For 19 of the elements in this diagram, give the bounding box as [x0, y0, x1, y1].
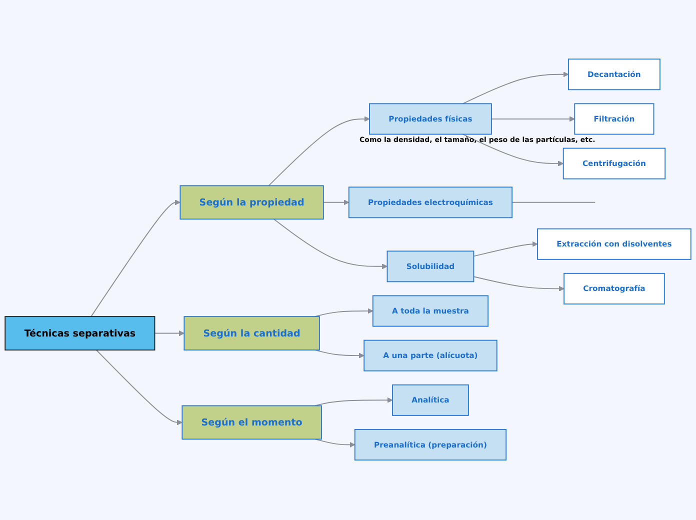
- arrow: [273, 219, 388, 270]
- arrow: [314, 398, 393, 407]
- arrow: [462, 134, 564, 167]
- connector: [512, 202, 596, 204]
- arrow: [473, 242, 538, 258]
- arrow: [268, 116, 370, 187]
- arrow: [90, 200, 180, 318]
- node-box: Según la cantidad: [184, 316, 320, 351]
- node-box: Técnicas separativas: [4, 316, 156, 351]
- arrow: [154, 330, 184, 337]
- arrow: [490, 116, 575, 122]
- arrow: [314, 308, 374, 318]
- arrow: [314, 350, 364, 359]
- node-box: Según el momento: [182, 406, 322, 440]
- node-box: Según la propiedad: [180, 186, 324, 220]
- arrow: [322, 200, 350, 206]
- arrow: [473, 276, 564, 292]
- arrow: [462, 72, 569, 105]
- arrow: [96, 350, 182, 426]
